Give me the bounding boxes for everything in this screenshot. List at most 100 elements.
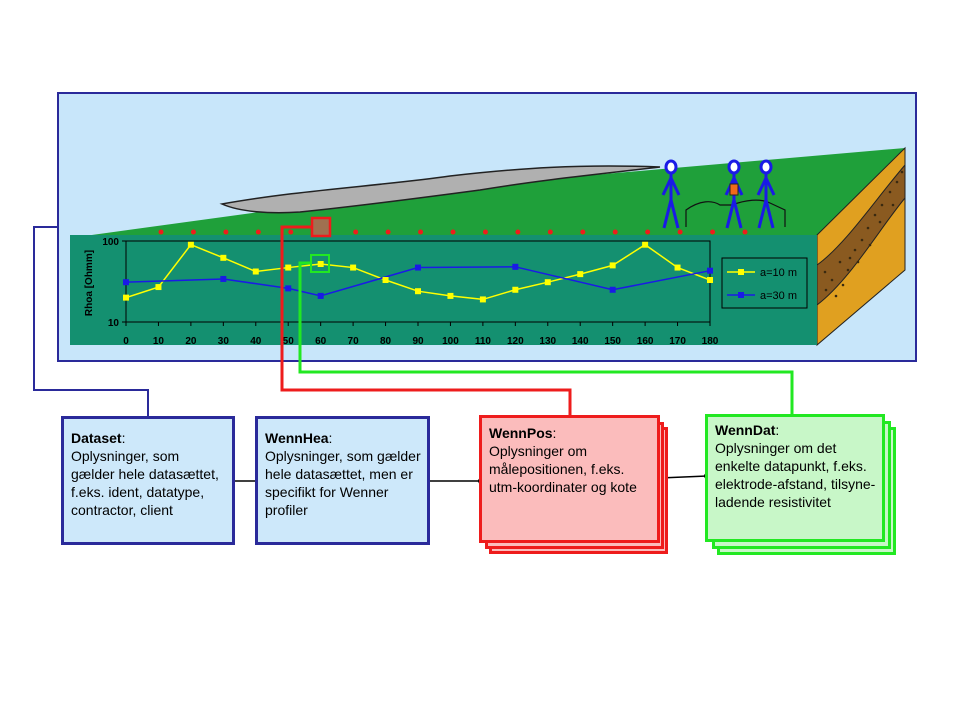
electrode-dot [255,229,261,235]
electrode-dot [450,229,456,235]
electrode-dot [353,229,359,235]
x-tick-label: 110 [475,336,492,347]
person-icon-3 [756,159,776,229]
electrode-dot [645,229,651,235]
x-tick-label: 40 [250,336,262,347]
position-highlight-marker [310,216,332,238]
series-0-point [350,264,357,271]
series-1-point [707,267,713,274]
dataset-box: Dataset: Oplysninger, som gælder hele da… [61,416,235,545]
ground-surface [70,148,905,238]
legend-marker-a10 [738,269,744,275]
series-1-point [285,285,292,292]
wenndat-title: WennDat [715,422,776,438]
wennpos-description: Oplysninger om målepositionen, f.eks. ut… [489,443,637,495]
dataset-title: Dataset [71,430,122,446]
series-1-point [317,292,324,299]
electrode-dot [677,229,683,235]
x-tick-label: 100 [442,336,459,347]
electrode-dot [288,229,294,235]
electrode-dot [482,229,488,235]
wennpos-box: WennPos: Oplysninger om målepositionen, … [479,415,660,543]
x-tick-label: 170 [669,336,686,347]
x-tick-label: 50 [283,336,295,347]
wenndat-description: Oplysninger om det enkelte datapunkt, f.… [715,440,876,510]
electrode-dot [418,229,424,235]
x-tick-label: 0 [123,336,129,347]
x-tick-label: 180 [702,336,719,347]
y-axis-label: Rhoa [Ohmm] [84,250,95,316]
series-1-point [415,264,421,271]
wennpos-title: WennPos [489,425,553,441]
y-tick-label: 10 [108,318,120,329]
x-tick-label: 20 [185,336,197,347]
series-0-point [285,264,292,271]
wenndat-box: WennDat: Oplysninger om det enkelte data… [705,414,885,542]
series-0-point [123,294,129,301]
legend [721,257,808,309]
x-tick-label: 70 [348,336,360,347]
electrode-dot [710,229,716,235]
electrode-dot [223,229,229,235]
electrode-dot [190,229,196,235]
series-0-point [674,264,681,271]
series-1-point [123,279,129,286]
series-0-point [187,241,194,248]
electrode-dot [580,229,586,235]
y-ticks: 100 10 [102,237,126,329]
series-points [123,241,713,303]
wenndat-colon: : [775,422,780,438]
gravel-layer [816,163,906,307]
series-0-point [479,296,486,303]
x-tick-label: 30 [218,336,230,347]
electrode-dot [612,229,618,235]
person-icon-1 [661,159,681,229]
connector-wennpos [280,225,572,418]
x-tick-label: 130 [539,336,556,347]
series-1-point [220,275,227,282]
y-tick-label: 100 [102,237,119,248]
series-0-point [220,254,227,261]
person-icon-2 [724,159,744,229]
legend-label-a30: a=30 m [760,290,797,302]
x-tick-label: 90 [412,336,424,347]
x-tick-label: 160 [637,336,654,347]
series-0-point [415,288,421,295]
series-0-point [317,261,324,268]
series-0-point [447,292,454,299]
dataset-colon: : [121,430,126,446]
gravel-dots [823,170,904,298]
electrode-dot [158,229,164,235]
wennhea-colon: : [328,430,333,446]
x-tick-label: 80 [380,336,392,347]
series-1-point [512,263,519,270]
electrode-markers [158,229,748,235]
wennpos-colon: : [552,425,557,441]
series-0-point [609,262,616,269]
electrode-dot [547,229,553,235]
legend-marker-a30 [738,292,744,298]
connector-dataset [33,226,149,418]
series-0-point [382,277,389,284]
wennhea-box: WennHea: Oplysninger, som gælder hele da… [255,416,430,545]
wennhea-title: WennHea [265,430,329,446]
series-0-point [512,286,519,293]
series-1-point [609,286,616,293]
x-tick-label: 60 [315,336,327,347]
x-tick-label: 140 [572,336,589,347]
series-0-point [155,284,162,291]
legend-label-a10: a=10 m [760,267,797,279]
series-line-1 [125,266,711,297]
electrode-dot [515,229,521,235]
road-path [219,165,661,214]
electrode-dot [742,229,748,235]
connector-wenndat [298,261,794,414]
series-0-point [642,241,649,248]
x-tick-label: 150 [604,336,621,347]
x-tick-label: 10 [153,336,165,347]
wennhea-description: Oplysninger, som gælder hele datasættet,… [265,448,421,518]
series-0-point [252,268,259,275]
series-0-point [707,277,713,284]
